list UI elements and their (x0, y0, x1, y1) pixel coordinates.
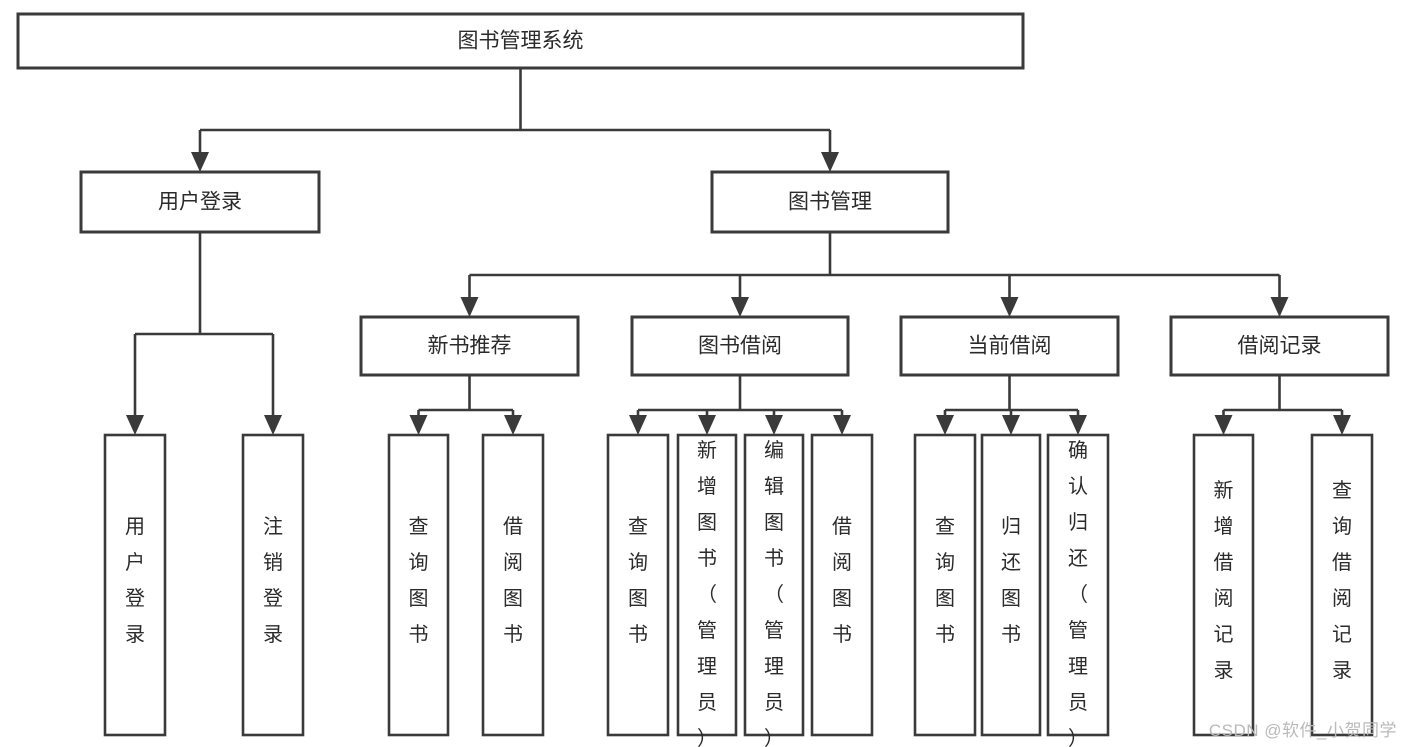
arrow-head (629, 415, 647, 435)
node-label: 查询借阅记录 (1332, 479, 1352, 682)
node-box (79, 170, 321, 234)
node-label: 图书借阅 (698, 335, 782, 358)
node-label: 查询图书 (628, 515, 648, 646)
node-book-manage[interactable]: 图书管理 (710, 170, 950, 234)
node-box (710, 170, 950, 234)
arrow-head (936, 415, 954, 435)
node-user-login[interactable]: 用户登录 (79, 170, 321, 234)
node-box (1192, 433, 1255, 737)
node-leaf-borrow-book-2[interactable]: 借阅图书 (810, 433, 874, 737)
arrow-head (1002, 415, 1020, 435)
node-box (980, 433, 1042, 737)
node-leaf-user-login[interactable]: 用户登录 (103, 433, 167, 737)
node-label: 借阅记录 (1238, 335, 1322, 358)
node-boxes: 图书管理系统用户登录图书管理新书推荐图书借阅当前借阅借阅记录用户登录注销登录查询… (16, 12, 1390, 747)
node-label: 图书管理系统 (458, 30, 584, 53)
node-box (743, 433, 805, 737)
node-label: 确认归还（管理员） (1068, 439, 1088, 747)
node-box (676, 433, 738, 737)
node-label: 编辑图书（管理员） (764, 439, 784, 747)
node-box (387, 433, 450, 737)
node-box (241, 433, 305, 737)
node-box (899, 315, 1120, 377)
node-book-borrow[interactable]: 图书借阅 (630, 315, 850, 377)
node-box (913, 433, 977, 737)
connector-lines (126, 68, 1351, 435)
arrow-head (1069, 415, 1087, 435)
node-leaf-confirm-return[interactable]: 确认归还（管理员） (1046, 433, 1110, 747)
node-label: 新增图书（管理员） (697, 439, 717, 747)
node-label: 查询图书 (409, 515, 429, 646)
node-label: 借阅图书 (503, 515, 523, 646)
node-box (1169, 315, 1390, 377)
node-leaf-query-book-1[interactable]: 查询图书 (387, 433, 450, 737)
arrow-head (833, 415, 851, 435)
node-box (1046, 433, 1110, 737)
arrow-head (821, 152, 839, 172)
node-label: 查询图书 (935, 515, 955, 646)
arrow-head (731, 297, 749, 317)
node-label: 用户登录 (158, 191, 242, 214)
node-label: 归还图书 (1001, 515, 1021, 646)
node-label: 当前借阅 (968, 335, 1052, 358)
node-box (359, 315, 580, 377)
node-current-borrow[interactable]: 当前借阅 (899, 315, 1120, 377)
node-label: 用户登录 (125, 516, 145, 646)
node-leaf-query-book-3[interactable]: 查询图书 (913, 433, 977, 737)
node-label: 新书推荐 (428, 335, 512, 358)
node-box (606, 433, 670, 737)
node-box (103, 433, 167, 737)
node-label: 新增借阅记录 (1214, 479, 1234, 682)
arrow-head (698, 415, 716, 435)
node-box (1310, 433, 1374, 737)
arrow-head (504, 415, 522, 435)
arrow-head (1214, 415, 1233, 435)
arrow-head (409, 415, 428, 435)
node-box (630, 315, 850, 377)
arrow-head (126, 415, 144, 435)
arrow-head (765, 415, 783, 435)
node-new-book-rec[interactable]: 新书推荐 (359, 315, 580, 377)
node-leaf-add-book[interactable]: 新增图书（管理员） (676, 433, 738, 747)
node-box (810, 433, 874, 737)
node-label: 图书管理 (788, 191, 872, 214)
node-leaf-edit-book[interactable]: 编辑图书（管理员） (743, 433, 805, 747)
arrow-head (1270, 297, 1289, 317)
node-root[interactable]: 图书管理系统 (16, 12, 1025, 70)
node-leaf-borrow-book-1[interactable]: 借阅图书 (481, 433, 545, 737)
node-leaf-add-record[interactable]: 新增借阅记录 (1192, 433, 1255, 737)
node-leaf-return-book[interactable]: 归还图书 (980, 433, 1042, 737)
node-label: 注销登录 (263, 515, 283, 646)
arrow-head (1000, 297, 1019, 317)
node-box (16, 12, 1025, 70)
node-borrow-record[interactable]: 借阅记录 (1169, 315, 1390, 377)
node-label: 借阅图书 (832, 515, 852, 646)
node-leaf-query-record[interactable]: 查询借阅记录 (1310, 433, 1374, 737)
arrow-head (191, 152, 209, 172)
arrow-head (1333, 415, 1351, 435)
node-leaf-user-logout[interactable]: 注销登录 (241, 433, 305, 737)
node-box (481, 433, 545, 737)
arrow-head (264, 415, 282, 435)
arrow-head (460, 297, 479, 317)
node-leaf-query-book-2[interactable]: 查询图书 (606, 433, 670, 737)
